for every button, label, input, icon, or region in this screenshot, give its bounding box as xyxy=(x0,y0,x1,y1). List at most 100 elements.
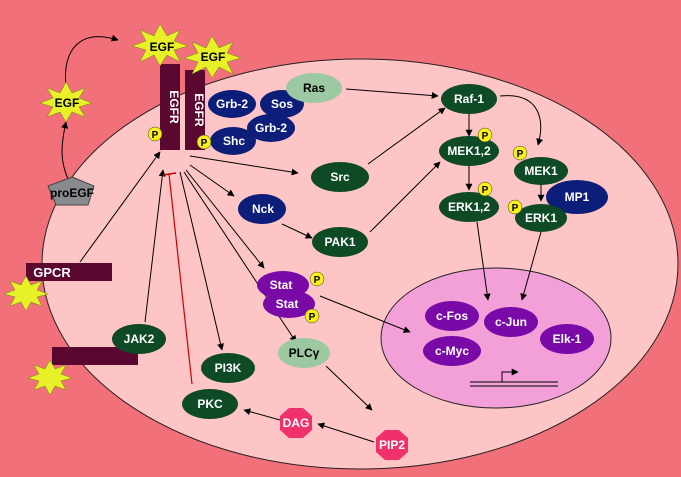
egf-side-label: EGF xyxy=(55,96,80,110)
svg-text:Nck: Nck xyxy=(252,202,274,216)
node-grb2-b: Grb-2 xyxy=(247,114,295,142)
star-egf-top-right xyxy=(183,35,242,79)
arrow-egfr-nck xyxy=(189,164,235,197)
arrow-egf-egf xyxy=(64,34,119,87)
svg-text:Grb-2: Grb-2 xyxy=(216,97,248,111)
egf-top-right-label: EGF xyxy=(201,50,226,64)
svg-text:JAK2: JAK2 xyxy=(124,332,155,346)
node-dag: DAG xyxy=(280,408,312,438)
proegf-shape xyxy=(47,176,95,206)
svg-text:PI3K: PI3K xyxy=(215,361,242,375)
egfr-right-label: EGFR xyxy=(192,93,206,127)
nucleus xyxy=(380,267,612,409)
arrow-egfr-stat xyxy=(185,169,265,269)
arrow-plcg-pip2 xyxy=(325,365,373,411)
node-erk1: ERK1 xyxy=(515,204,567,232)
arrow-gpcr-egfr xyxy=(79,151,161,263)
arrow-egfr-src xyxy=(189,155,299,176)
cytokine-receptor xyxy=(52,347,138,365)
arrow-proegf-egf xyxy=(61,121,71,184)
arrow-raf1-mek1 xyxy=(499,95,544,146)
node-pkc: PKC xyxy=(182,389,238,419)
inhibition-bar xyxy=(162,172,177,176)
svg-text:PIP2: PIP2 xyxy=(379,438,405,452)
node-erk12: ERK1,2 xyxy=(439,192,499,222)
node-src: Src xyxy=(311,162,369,192)
phospho-erk1: P xyxy=(507,199,523,215)
svg-text:PAK1: PAK1 xyxy=(324,235,355,249)
star-gpcr-ligand xyxy=(3,275,49,312)
svg-text:Sos: Sos xyxy=(271,97,293,111)
arrow-egfr-pi3k xyxy=(179,171,224,351)
phospho-stat-b: P xyxy=(304,308,320,324)
svg-text:c-Fos: c-Fos xyxy=(436,309,468,323)
svg-text:Src: Src xyxy=(330,170,350,184)
node-mek12: MEK1,2 xyxy=(439,136,499,166)
node-cmyc: c-Myc xyxy=(423,336,481,366)
arrow-ras-raf1 xyxy=(345,88,439,100)
svg-text:Ras: Ras xyxy=(303,81,325,95)
gpcr-receptor xyxy=(26,263,112,281)
node-pip2: PIP2 xyxy=(376,430,408,460)
arrow-pip2-dag xyxy=(317,422,375,443)
svg-text:c-Jun: c-Jun xyxy=(495,315,527,329)
node-shc: Shc xyxy=(210,127,256,155)
svg-text:P: P xyxy=(482,131,489,142)
svg-text:P: P xyxy=(201,138,208,149)
pathway-arrows xyxy=(61,34,545,443)
svg-text:MP1: MP1 xyxy=(565,190,590,204)
star-egf-side xyxy=(39,81,93,123)
node-raf1: Raf-1 xyxy=(441,84,497,114)
svg-text:Grb-2: Grb-2 xyxy=(255,121,287,135)
node-cfos: c-Fos xyxy=(425,301,479,331)
svg-text:PKC: PKC xyxy=(197,397,223,411)
arrow-erk12-nucleus xyxy=(476,221,491,301)
arrow-jak2-egfr xyxy=(144,169,166,323)
gpcr-label: GPCR xyxy=(33,265,71,280)
svg-text:Stat: Stat xyxy=(276,297,299,311)
svg-text:PLCγ: PLCγ xyxy=(289,346,320,360)
node-pak1: PAK1 xyxy=(312,227,368,257)
phospho-egfr-left: P xyxy=(147,126,163,142)
svg-text:MEK1: MEK1 xyxy=(524,164,558,178)
svg-text:P: P xyxy=(517,149,524,160)
arrow-pak1-mek12 xyxy=(369,161,441,233)
node-grb2-a: Grb-2 xyxy=(208,90,256,118)
egf-top-left-label: EGF xyxy=(150,40,175,54)
phospho-stat-a: P xyxy=(309,271,325,287)
svg-text:P: P xyxy=(512,203,519,214)
inhibition-pkc-egfr xyxy=(168,173,193,385)
proegf-label: proEGF xyxy=(50,186,94,200)
node-mek1: MEK1 xyxy=(514,157,568,185)
arrow-nck-pak1 xyxy=(281,223,313,239)
arrow-stat-nucleus xyxy=(319,295,411,333)
svg-text:ERK1: ERK1 xyxy=(525,211,557,225)
node-stat-b: Stat xyxy=(263,290,315,318)
node-ras: Ras xyxy=(286,73,342,103)
arrow-erk1-nucleus xyxy=(520,231,542,301)
svg-text:Stat: Stat xyxy=(270,278,293,292)
svg-text:MEK1,2: MEK1,2 xyxy=(447,144,491,158)
node-mp1: MP1 xyxy=(546,180,608,214)
node-cjun: c-Jun xyxy=(484,307,538,337)
svg-text:ERK1,2: ERK1,2 xyxy=(448,200,490,214)
egfr-receptor-right xyxy=(185,70,205,150)
node-plcg: PLCγ xyxy=(278,338,330,368)
phospho-mek1: P xyxy=(512,145,528,161)
svg-text:c-Myc: c-Myc xyxy=(435,344,469,358)
arrow-src-raf1 xyxy=(367,107,446,165)
svg-text:DAG: DAG xyxy=(283,416,310,430)
star-egf-top-left xyxy=(131,23,189,67)
svg-text:Shc: Shc xyxy=(223,134,245,148)
cell-membrane xyxy=(41,58,679,470)
svg-text:P: P xyxy=(314,275,321,286)
phospho-mek12: P xyxy=(477,127,493,143)
phospho-erk12: P xyxy=(477,181,493,197)
gene-promoter-symbol xyxy=(470,368,558,387)
node-pi3k: PI3K xyxy=(201,353,255,383)
arrow-dag-pkc xyxy=(243,408,281,421)
phospho-egfr-right: P xyxy=(196,134,212,150)
node-elk1: Elk-1 xyxy=(540,324,594,354)
egfr-left-label: EGFR xyxy=(167,90,181,124)
